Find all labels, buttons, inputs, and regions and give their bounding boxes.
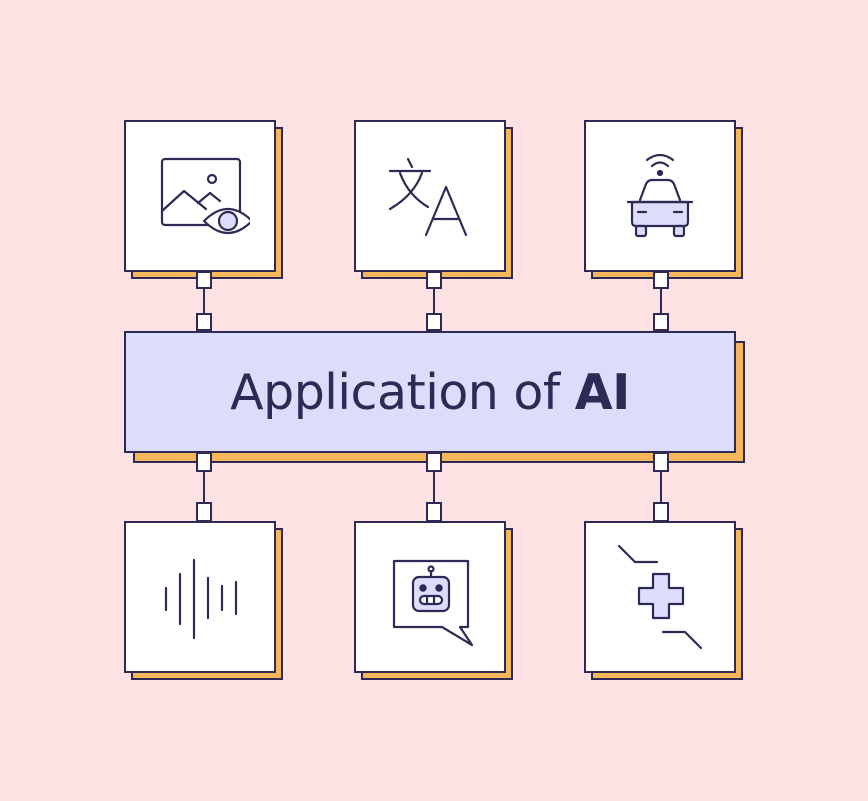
title-emphasis: AI — [574, 363, 631, 421]
card-sound-wave — [124, 521, 283, 680]
diagram-title: Application of AI — [230, 364, 630, 421]
card-healthcare — [584, 521, 743, 680]
card-image-recognition — [124, 120, 283, 279]
translation-icon — [354, 120, 506, 272]
chatbot-icon — [354, 521, 506, 673]
self-driving-car-icon — [584, 120, 736, 272]
sound-wave-icon — [124, 521, 276, 673]
card-translation — [354, 120, 513, 279]
title-main: Application of — [230, 363, 560, 421]
healthcare-icon — [584, 521, 736, 673]
card-chatbot — [354, 521, 513, 680]
title-banner: Application of AI — [124, 331, 745, 463]
image-recognition-icon — [124, 120, 276, 272]
card-self-driving-car — [584, 120, 743, 279]
